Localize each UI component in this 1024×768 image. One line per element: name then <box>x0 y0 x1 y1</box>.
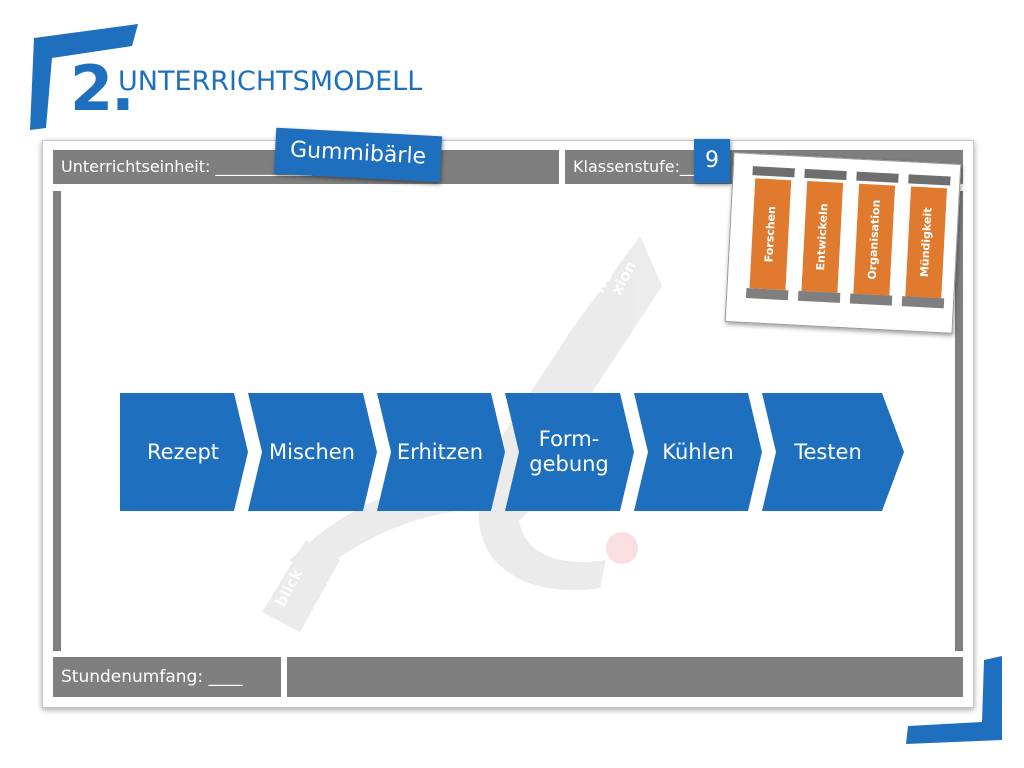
step-chevron-rezept <box>120 393 248 511</box>
grade-value-sticker: 9 <box>694 139 730 183</box>
notes-bar <box>287 657 963 697</box>
step-chevron-mischen <box>248 393 377 511</box>
step-chevron-kuehlen <box>634 393 762 511</box>
step-chevron-formgebung <box>505 393 634 511</box>
left-border <box>53 191 61 651</box>
step-label-erhitzen: Erhitzen <box>396 439 484 464</box>
hours-field: Stundenumfang: ____ <box>53 657 281 697</box>
step-chevron-testen <box>762 393 904 511</box>
corner-bracket-top-left <box>30 24 138 130</box>
right-border <box>955 191 963 651</box>
step-label-testen: Testen <box>794 439 862 464</box>
slide-number: 2. <box>70 52 135 125</box>
red-dot <box>606 532 638 564</box>
step-label-mischen: Mischen <box>269 439 355 464</box>
step-label-kuehlen: Kühlen <box>662 439 734 464</box>
step-label-rezept: Rezept <box>146 439 220 464</box>
page-title: UNTERRICHTSMODELL <box>118 66 423 97</box>
step-chevron-erhitzen <box>377 393 505 511</box>
step-label-formgebung: Form- gebung <box>529 427 609 476</box>
